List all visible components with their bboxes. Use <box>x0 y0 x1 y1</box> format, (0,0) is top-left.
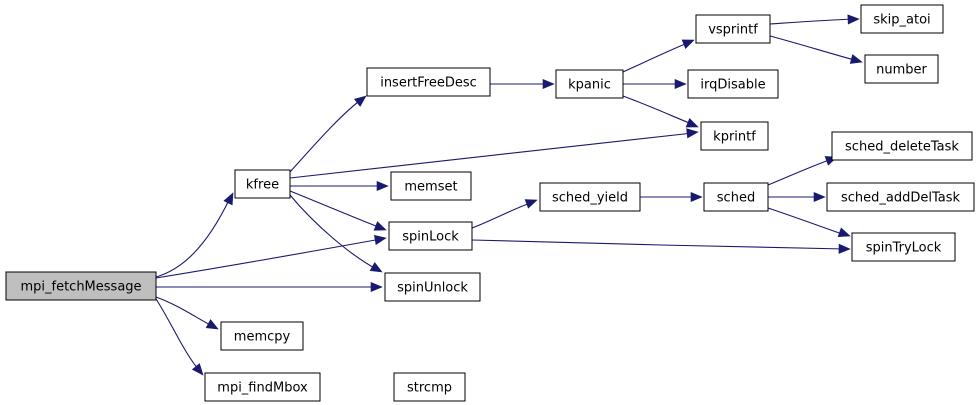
call-edge <box>156 281 383 293</box>
call-edge <box>767 207 851 238</box>
call-edge <box>289 194 383 273</box>
call-edge <box>155 235 387 279</box>
node-box[interactable] <box>555 69 624 99</box>
node-box[interactable] <box>687 69 779 99</box>
call-edge <box>289 190 387 231</box>
call-edge <box>769 35 863 64</box>
node-mpi_fetchMessage[interactable]: mpi_fetchMessage <box>5 271 157 301</box>
node-box[interactable] <box>860 4 944 34</box>
node-box[interactable] <box>390 171 472 201</box>
call-edge <box>767 156 838 186</box>
call-edge <box>768 191 826 203</box>
node-box[interactable] <box>826 182 975 212</box>
node-spinTryLock[interactable]: spinTryLock <box>851 232 956 262</box>
node-box[interactable] <box>393 372 466 402</box>
call-edge <box>622 39 695 73</box>
node-box[interactable] <box>204 372 321 402</box>
call-edge <box>155 192 234 278</box>
node-sched_yield[interactable]: sched_yield <box>539 182 641 212</box>
node-kfree[interactable]: kfree <box>234 169 291 199</box>
call-edge <box>471 239 851 254</box>
node-spinLock[interactable]: spinLock <box>388 221 473 251</box>
node-kpanic[interactable]: kpanic <box>555 69 624 99</box>
call-edge <box>155 296 219 330</box>
node-skip_atoi[interactable]: skip_atoi <box>860 4 944 34</box>
node-box[interactable] <box>864 54 939 84</box>
edge-layer <box>155 14 863 376</box>
node-box[interactable] <box>234 169 291 199</box>
node-strcmp[interactable]: strcmp <box>393 372 466 402</box>
call-edge <box>289 128 699 179</box>
call-edge <box>769 14 860 25</box>
node-layer: mpi_fetchMessage kfree memcpy mpi_findMbox i… <box>5 4 975 402</box>
node-sched[interactable]: sched <box>703 182 769 212</box>
call-edge <box>490 78 555 90</box>
node-vsprintf[interactable]: vsprintf <box>695 14 771 44</box>
node-box[interactable] <box>695 14 771 44</box>
node-sched_addDelTask[interactable]: sched_addDelTask <box>826 182 975 212</box>
node-box[interactable] <box>851 232 956 262</box>
call-edge <box>155 298 204 376</box>
call-edge <box>471 199 538 229</box>
call-edge <box>290 180 389 192</box>
node-mpi_findMbox[interactable]: mpi_findMbox <box>204 372 321 402</box>
call-edge <box>289 95 367 173</box>
node-box[interactable] <box>366 67 491 97</box>
node-box[interactable] <box>831 131 973 161</box>
node-box[interactable] <box>384 272 481 302</box>
call-edge <box>623 78 687 90</box>
node-sched_deleteTask[interactable]: sched_deleteTask <box>831 131 973 161</box>
node-spinUnlock[interactable]: spinUnlock <box>384 272 481 302</box>
node-irqDisable[interactable]: irqDisable <box>687 69 779 99</box>
node-box[interactable] <box>5 271 157 301</box>
node-memset[interactable]: memset <box>390 171 472 201</box>
call-edge <box>640 191 703 203</box>
node-box[interactable] <box>703 182 769 212</box>
node-insertFreeDesc[interactable]: insertFreeDesc <box>366 67 491 97</box>
node-kprintf[interactable]: kprintf <box>700 121 769 151</box>
node-box[interactable] <box>700 121 769 151</box>
call-edge <box>622 95 699 128</box>
node-box[interactable] <box>539 182 641 212</box>
node-box[interactable] <box>388 221 473 251</box>
node-memcpy[interactable]: memcpy <box>220 321 304 351</box>
node-box[interactable] <box>220 321 304 351</box>
node-number[interactable]: number <box>864 54 939 84</box>
